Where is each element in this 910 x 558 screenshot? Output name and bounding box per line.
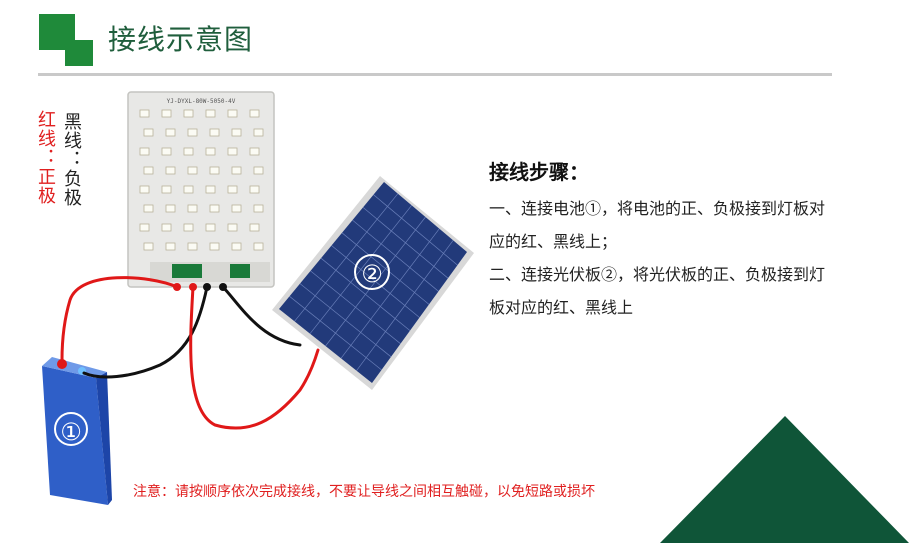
black-wire-battery xyxy=(82,285,209,379)
panel-grid-line xyxy=(299,283,392,358)
driver-chip xyxy=(230,264,250,278)
battery-badge-circle xyxy=(54,412,88,446)
led-chip xyxy=(253,128,264,137)
warning-note: 注意：请按顺序依次完成接线，不要让导线之间相互触碰，以免短路或损坏 xyxy=(133,484,595,500)
led-chip-grid xyxy=(139,109,264,251)
led-chip xyxy=(227,147,238,156)
led-chip xyxy=(187,166,198,175)
led-chip xyxy=(205,147,216,156)
board-model-label: YJ-DYXL-80W-5050-4V xyxy=(167,98,236,105)
led-chip xyxy=(209,242,220,251)
label-black-wire-negative: 黑线：负极 xyxy=(61,112,82,207)
led-chip xyxy=(161,147,172,156)
led-chip xyxy=(143,204,154,213)
led-chip xyxy=(249,185,260,194)
led-chip xyxy=(183,185,194,194)
led-chip xyxy=(187,242,198,251)
led-chip xyxy=(231,128,242,137)
title-divider xyxy=(38,73,832,76)
label-red-wire-positive: 红线：正极 xyxy=(35,110,56,205)
driver-chip xyxy=(172,264,202,278)
steps-heading: 接线步骤： xyxy=(489,160,589,184)
page-title: 接线示意图 xyxy=(108,23,254,56)
led-chip xyxy=(187,128,198,137)
led-chip xyxy=(249,223,260,232)
led-chip xyxy=(227,109,238,118)
led-chip xyxy=(253,166,264,175)
led-chip xyxy=(143,128,154,137)
panel-badge: ② xyxy=(361,260,383,288)
led-chip xyxy=(165,242,176,251)
solar-panel: ② xyxy=(272,176,474,390)
led-chip xyxy=(139,109,150,118)
led-chip xyxy=(249,109,260,118)
black-wire-panel xyxy=(221,285,302,347)
led-chip xyxy=(183,147,194,156)
led-chip xyxy=(231,242,242,251)
brand-logo xyxy=(39,14,95,66)
led-chip xyxy=(143,242,154,251)
led-chip xyxy=(139,223,150,232)
led-chip xyxy=(231,204,242,213)
red-wire-battery xyxy=(60,276,179,362)
led-chip xyxy=(249,147,260,156)
step-2-text: 二、连接光伏板②，将光伏板的正、负极接到灯板对应的红、黑线上 xyxy=(489,265,826,317)
corner-triangle xyxy=(660,416,909,543)
panel-cell-grid xyxy=(289,193,458,371)
led-chip xyxy=(209,204,220,213)
led-chip xyxy=(161,223,172,232)
panel-grid-line xyxy=(289,296,382,371)
red-wire-panel xyxy=(189,285,320,430)
led-chip xyxy=(139,147,150,156)
panel-grid-line xyxy=(331,245,420,318)
led-chip xyxy=(253,242,264,251)
led-chip xyxy=(165,204,176,213)
battery: ① xyxy=(42,357,112,505)
led-chip xyxy=(205,109,216,118)
led-chip xyxy=(165,166,176,175)
panel-grid-line xyxy=(362,207,449,279)
led-chip xyxy=(231,166,242,175)
led-chip xyxy=(183,109,194,118)
led-chip xyxy=(165,128,176,137)
led-chip xyxy=(161,109,172,118)
led-chip xyxy=(209,128,220,137)
battery-positive-terminal xyxy=(57,359,67,369)
led-board: YJ-DYXL-80W-5050-4V xyxy=(127,91,275,291)
led-chip xyxy=(205,185,216,194)
panel-grid-line xyxy=(352,219,439,292)
panel-grid-line xyxy=(320,257,411,331)
led-chip xyxy=(183,223,194,232)
led-chip xyxy=(227,223,238,232)
panel-grid-line xyxy=(310,270,401,344)
battery-badge: ① xyxy=(60,418,82,446)
wires xyxy=(60,276,320,430)
led-chip xyxy=(143,166,154,175)
logo-square-small xyxy=(65,40,93,66)
led-chip xyxy=(227,185,238,194)
led-chip xyxy=(253,204,264,213)
panel-grid-line xyxy=(341,232,430,305)
panel-badge-circle xyxy=(354,254,390,290)
panel-grid-line xyxy=(373,194,458,266)
led-chip xyxy=(205,223,216,232)
led-chip xyxy=(209,166,220,175)
step-1-text: 一、连接电池①，将电池的正、负极接到灯板对应的红、黑线上； xyxy=(489,199,826,251)
led-chip xyxy=(187,204,198,213)
led-chip xyxy=(139,185,150,194)
led-chip xyxy=(161,185,172,194)
